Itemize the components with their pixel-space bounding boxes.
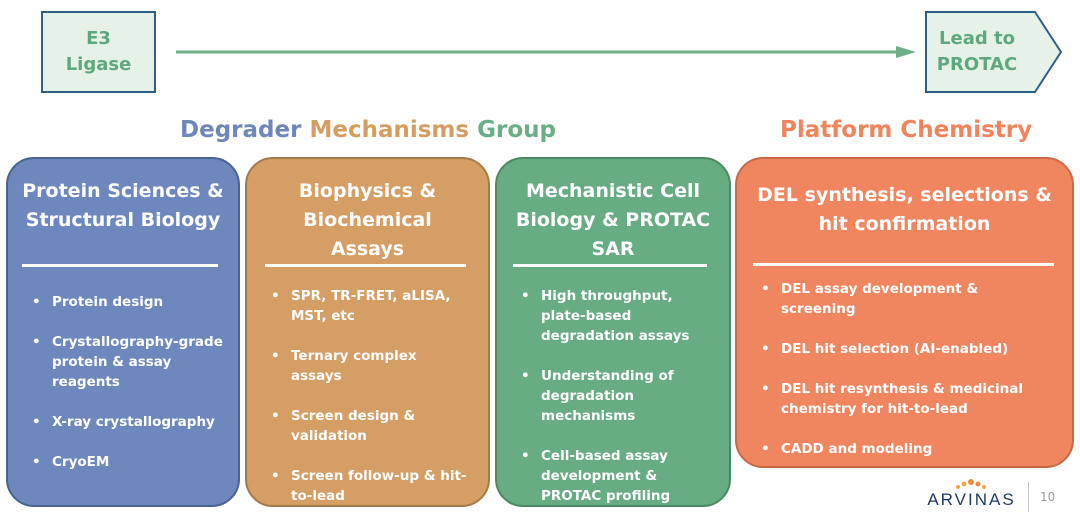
card-title: DEL synthesis, selections & hit confirma… — [737, 181, 1072, 239]
card-protein-sciences: Protein Sciences & Structural Biology •P… — [6, 157, 240, 507]
bullet-icon: • — [32, 294, 41, 310]
bullet-icon: • — [32, 414, 41, 430]
card-title-line: SAR — [591, 238, 635, 260]
stage-box-e3-ligase: E3 Ligase — [41, 11, 156, 93]
card-del-synthesis: DEL synthesis, selections & hit confirma… — [735, 157, 1074, 468]
bullet-icon: • — [32, 454, 41, 470]
card-title: Protein Sciences & Structural Biology — [8, 177, 238, 235]
list-item: •Ternary complex assays — [271, 348, 417, 384]
bullet-icon: • — [32, 334, 41, 350]
card-divider — [22, 264, 218, 267]
list-item: •X-ray crystallography — [32, 414, 215, 430]
list-item: •Understanding of degradation mechanisms — [521, 368, 674, 424]
card-list: •SPR, TR-FRET, aLISA, MST, etc •Ternary … — [267, 286, 467, 526]
card-title-line: Structural Biology — [25, 209, 221, 231]
card-title-line: DEL synthesis, selections & — [757, 184, 1052, 206]
bullet-icon: • — [271, 468, 280, 484]
card-title-line: Assays — [330, 238, 405, 260]
list-item: •SPR, TR-FRET, aLISA, MST, etc — [271, 288, 451, 324]
stage-end-label: Lead to PROTAC — [936, 28, 1018, 75]
list-item: •Screen follow-up & hit-to-lead — [271, 468, 467, 504]
bullet-icon: • — [271, 348, 280, 364]
list-item: •DEL hit resynthesis & medicinal chemist… — [761, 381, 1023, 417]
card-biophysics: Biophysics & Biochemical Assays •SPR, TR… — [245, 157, 490, 507]
card-list: •High throughput, plate-based degradatio… — [517, 286, 713, 526]
stage-start-label: E3 Ligase — [65, 28, 132, 75]
card-mechanistic-cell-biology: Mechanistic Cell Biology & PROTAC SAR •H… — [495, 157, 731, 507]
card-divider — [753, 263, 1054, 266]
bullet-icon: • — [521, 448, 530, 464]
bullet-icon: • — [761, 341, 770, 357]
chevron-shape — [925, 11, 1063, 93]
list-item: •Cell-based assay development & PROTAC p… — [521, 448, 671, 504]
bullet-icon: • — [521, 368, 530, 384]
card-title-line: hit confirmation — [818, 213, 991, 235]
bullet-icon: • — [271, 288, 280, 304]
card-title-line: Mechanistic Cell — [525, 180, 701, 202]
bullet-icon: • — [521, 288, 530, 304]
group-title-word-mechanisms: Mechanisms — [309, 117, 470, 143]
bullet-icon: • — [761, 381, 770, 397]
card-divider — [513, 264, 707, 267]
stage-box-lead-to-protac: Lead to PROTAC — [925, 11, 1063, 93]
list-item: •DEL hit selection (AI-enabled) — [761, 341, 1009, 357]
bullet-icon: • — [761, 441, 770, 457]
bullet-icon: • — [271, 408, 280, 424]
list-item: •DEL assay development & screening — [761, 281, 979, 317]
card-divider — [265, 264, 466, 267]
logo-text: ARVINAS — [927, 490, 1016, 509]
page-number: 10 — [1040, 490, 1056, 504]
list-item: •High throughput, plate-based degradatio… — [521, 288, 690, 344]
list-item: •CADD and modeling — [761, 441, 933, 457]
group-title-degrader-mechanisms: Degrader Mechanisms Group — [180, 114, 556, 146]
card-title-line: Biophysics & — [298, 180, 437, 202]
pipeline-arrow — [176, 46, 916, 58]
list-item: •Screen design & validation — [271, 408, 416, 444]
footer-divider — [1028, 482, 1029, 512]
card-title: Mechanistic Cell Biology & PROTAC SAR — [497, 177, 729, 264]
group-title-word-degrader: Degrader — [180, 117, 302, 143]
card-title-line: Protein Sciences & — [22, 180, 224, 202]
list-item: •CryoEM — [32, 454, 110, 470]
list-item: •Protein design — [32, 294, 164, 310]
group-title-platform-chemistry: Platform Chemistry — [780, 117, 1033, 143]
card-title-line: Biology & PROTAC — [515, 209, 711, 231]
card-title-line: Biochemical — [303, 209, 432, 231]
logo-dots-icon — [956, 479, 986, 489]
card-list: •DEL assay development & screening •DEL … — [757, 279, 1047, 479]
card-title: Biophysics & Biochemical Assays — [247, 177, 488, 264]
list-item: •Crystallography-grade protein & assay r… — [32, 334, 223, 390]
arvinas-logo: ARVINAS — [914, 479, 1029, 512]
card-list: •Protein design •Crystallography-grade p… — [28, 292, 228, 492]
bullet-icon: • — [761, 281, 770, 297]
group-title-word-group: Group — [477, 117, 556, 143]
